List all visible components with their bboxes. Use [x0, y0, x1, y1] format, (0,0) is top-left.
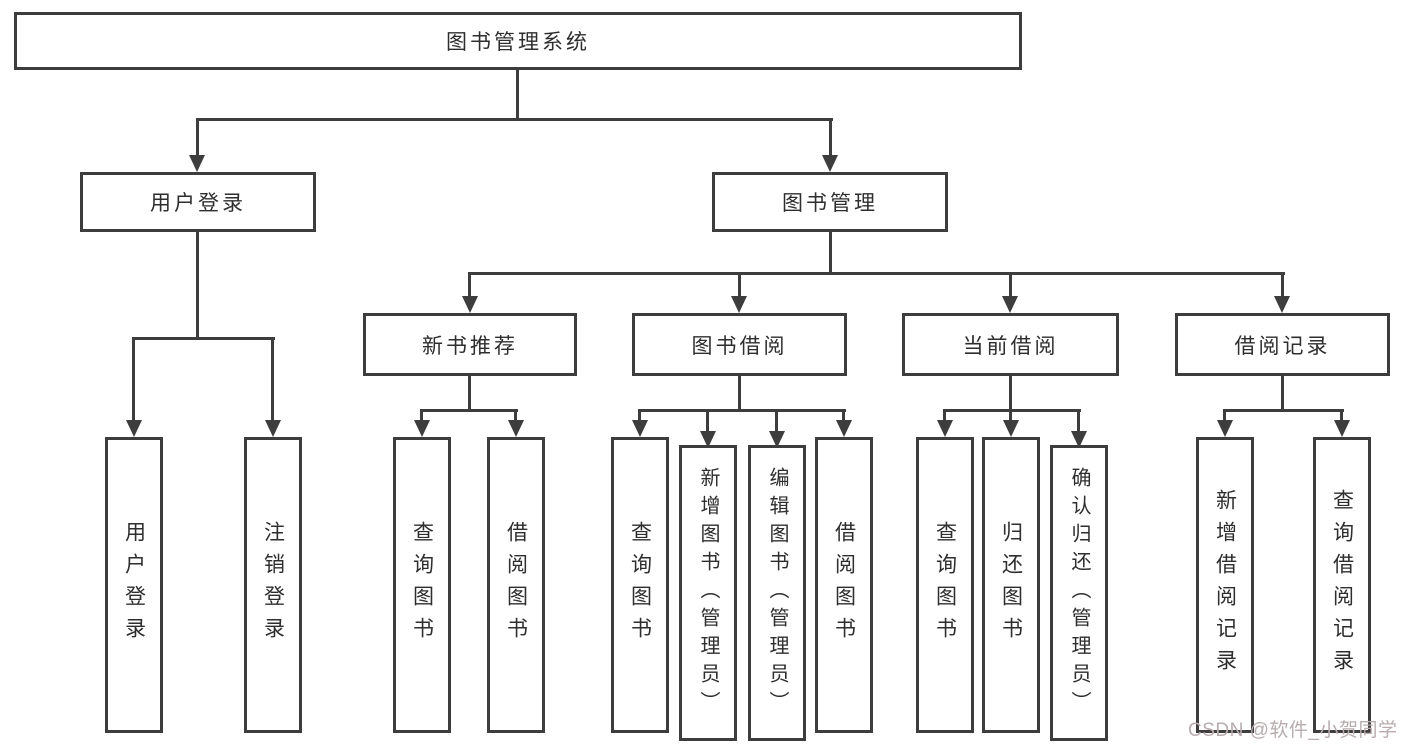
connector-segment	[1009, 409, 1012, 422]
connector-segment	[943, 409, 946, 422]
leaf-logout: 注销登录	[244, 437, 302, 733]
arrow-down-icon	[1274, 296, 1290, 313]
leaf-label: 确认归还（管理员）	[1068, 467, 1090, 719]
connector-segment	[738, 272, 741, 297]
connector-segment	[829, 118, 832, 156]
arrow-down-icon	[1071, 431, 1087, 448]
connector-segment	[1223, 409, 1344, 412]
leaf-label: 新增图书（管理员）	[697, 467, 719, 719]
connector-segment	[1077, 409, 1080, 434]
connector-segment	[196, 232, 199, 337]
leaf-query-books-borrow: 查询图书	[611, 437, 669, 733]
arrow-down-icon	[1003, 420, 1019, 437]
connector-segment	[420, 409, 423, 422]
arrow-down-icon	[126, 420, 142, 437]
arrow-down-icon	[508, 420, 524, 437]
connector-segment	[271, 337, 274, 421]
node-borrow-records: 借阅记录	[1175, 313, 1390, 376]
leaf-query-borrow-record: 查询借阅记录	[1313, 437, 1371, 733]
connector-segment	[842, 409, 845, 422]
arrow-down-icon	[700, 431, 716, 448]
leaf-add-borrow-record: 新增借阅记录	[1196, 437, 1254, 733]
connector-segment	[638, 409, 846, 412]
node-user-login: 用户登录	[80, 172, 316, 232]
connector-segment	[1223, 409, 1226, 422]
connector-segment	[468, 272, 471, 297]
connector-segment	[468, 272, 1285, 275]
connector-segment	[1009, 272, 1012, 297]
arrow-down-icon	[189, 155, 205, 172]
connector-segment	[514, 409, 517, 422]
connector-segment	[638, 409, 641, 422]
node-book-management: 图书管理	[712, 172, 948, 232]
leaf-borrow-books: 借阅图书	[815, 437, 873, 733]
connector-segment	[196, 118, 199, 156]
connector-segment	[706, 409, 709, 434]
leaf-label: 借阅图书	[832, 521, 856, 649]
connector-segment	[1281, 376, 1284, 409]
arrow-down-icon	[822, 155, 838, 172]
leaf-label: 用户登录	[122, 521, 146, 649]
connector-segment	[738, 376, 741, 409]
node-new-book-recommend: 新书推荐	[363, 313, 577, 376]
connector-segment	[1340, 409, 1343, 422]
connector-segment	[196, 118, 833, 121]
leaf-query-books-current: 查询图书	[916, 437, 974, 733]
leaf-label: 编辑图书（管理员）	[766, 467, 788, 719]
arrow-down-icon	[265, 420, 281, 437]
arrow-down-icon	[836, 420, 852, 437]
leaf-add-books-admin: 新增图书（管理员）	[679, 445, 737, 741]
node-current-borrow: 当前借阅	[902, 313, 1119, 376]
connector-segment	[468, 376, 471, 409]
connector-segment	[132, 337, 135, 421]
leaf-confirm-return-admin: 确认归还（管理员）	[1050, 445, 1108, 741]
leaf-label: 归还图书	[999, 521, 1023, 649]
connector-segment	[1281, 272, 1284, 297]
leaf-label: 注销登录	[261, 521, 285, 649]
connector-segment	[132, 337, 275, 340]
arrow-down-icon	[414, 420, 430, 437]
leaf-label: 查询图书	[628, 521, 652, 649]
arrow-down-icon	[1002, 296, 1018, 313]
leaf-label: 新增借阅记录	[1213, 489, 1237, 681]
leaf-label: 借阅图书	[504, 521, 528, 649]
connector-segment	[775, 409, 778, 434]
leaf-label: 查询图书	[933, 521, 957, 649]
connector-segment	[516, 70, 519, 118]
arrow-down-icon	[769, 431, 785, 448]
leaf-query-books-recommend: 查询图书	[393, 437, 451, 733]
leaf-label: 查询借阅记录	[1330, 489, 1354, 681]
csdn-watermark: CSDN @软件_小贺同学	[1188, 720, 1398, 741]
arrow-down-icon	[632, 420, 648, 437]
leaf-edit-books-admin: 编辑图书（管理员）	[748, 445, 806, 741]
arrow-down-icon	[731, 296, 747, 313]
arrow-down-icon	[937, 420, 953, 437]
leaf-label: 查询图书	[410, 521, 434, 649]
arrow-down-icon	[462, 296, 478, 313]
connector-segment	[829, 232, 832, 272]
node-book-borrow: 图书借阅	[632, 313, 847, 376]
node-root-system: 图书管理系统	[14, 12, 1022, 70]
arrow-down-icon	[1217, 420, 1233, 437]
connector-segment	[943, 409, 1081, 412]
arrow-down-icon	[1334, 420, 1350, 437]
leaf-borrow-books-recommend: 借阅图书	[487, 437, 545, 733]
connector-segment	[420, 409, 518, 412]
leaf-return-books: 归还图书	[982, 437, 1040, 733]
leaf-user-login: 用户登录	[105, 437, 163, 733]
connector-segment	[1009, 376, 1012, 409]
